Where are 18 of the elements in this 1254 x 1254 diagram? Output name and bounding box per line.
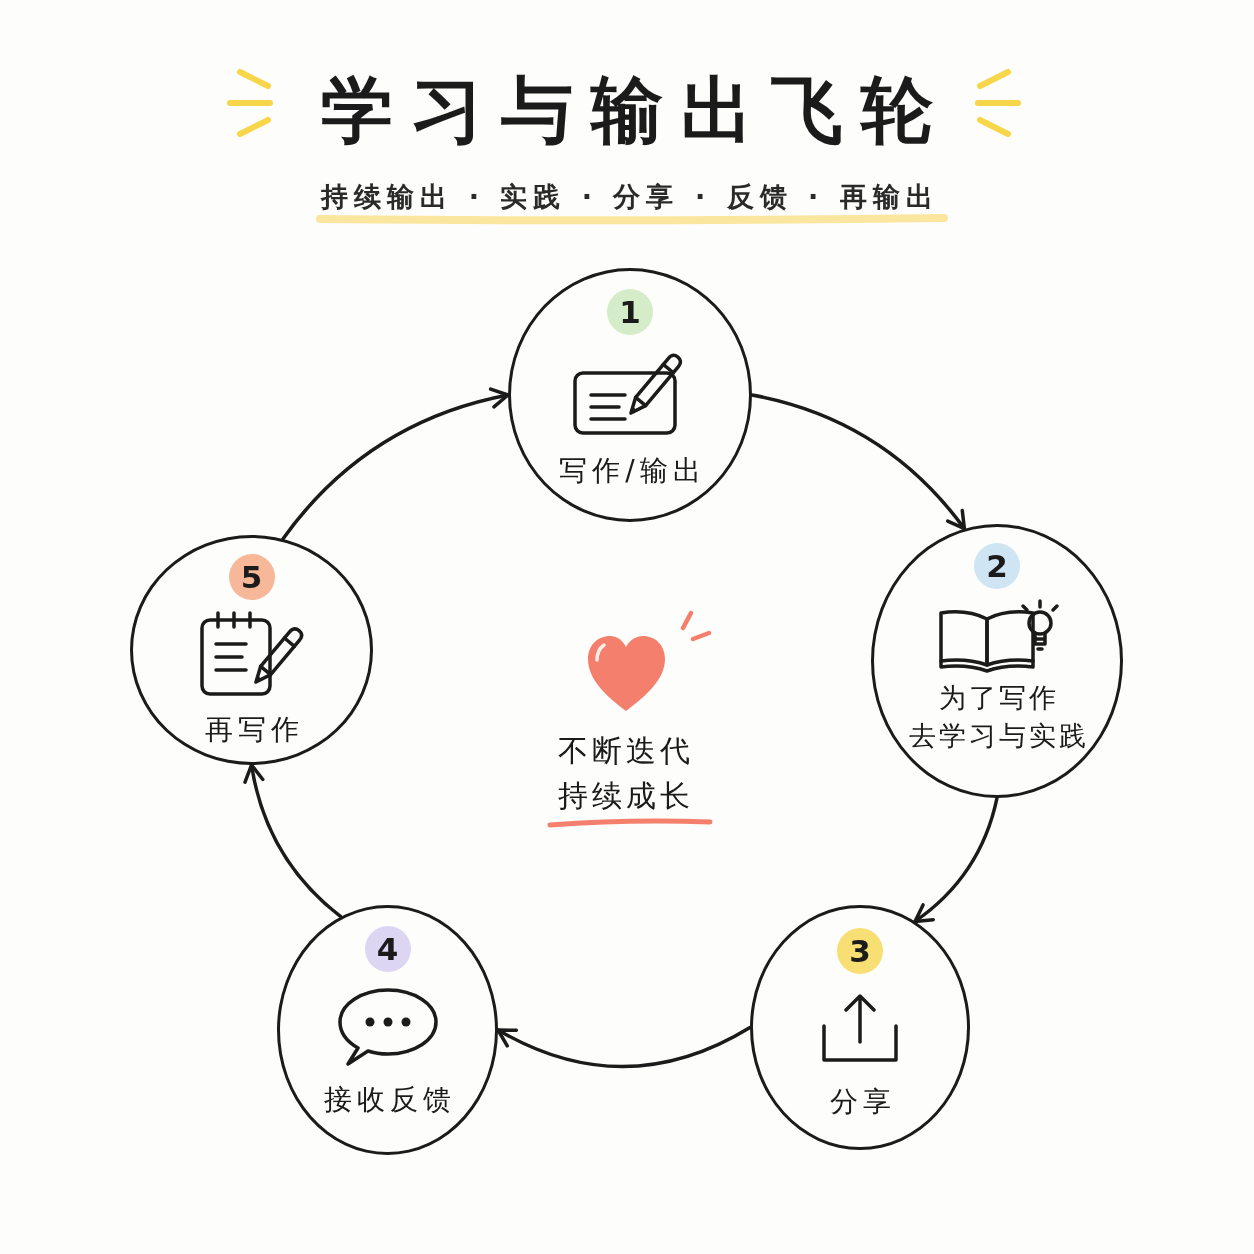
curved-arrow xyxy=(281,387,510,541)
step-label: 再写作 xyxy=(203,712,304,748)
step-number: 3 xyxy=(837,928,883,974)
step-number: 4 xyxy=(364,926,411,972)
subtitle: 持续输出 · 实践 · 分享 · 反馈 · 再输出 xyxy=(319,181,939,212)
step-label: 为了写作去学习与实践 xyxy=(907,681,1089,753)
curved-arrow xyxy=(913,796,999,924)
step-label: 写作/输出 xyxy=(558,453,706,489)
curved-arrow xyxy=(243,763,343,919)
title: 学习与输出飞轮 xyxy=(320,67,951,154)
curved-arrow xyxy=(496,1025,752,1069)
step-number: 5 xyxy=(228,554,275,600)
step-label: 接收反馈 xyxy=(323,1082,456,1118)
step-number: 2 xyxy=(974,543,1020,589)
step-number: 1 xyxy=(607,289,653,335)
curved-arrow xyxy=(750,393,967,531)
center-text: 不断迭代持续成长 xyxy=(557,732,694,815)
step-label: 分享 xyxy=(828,1084,896,1120)
